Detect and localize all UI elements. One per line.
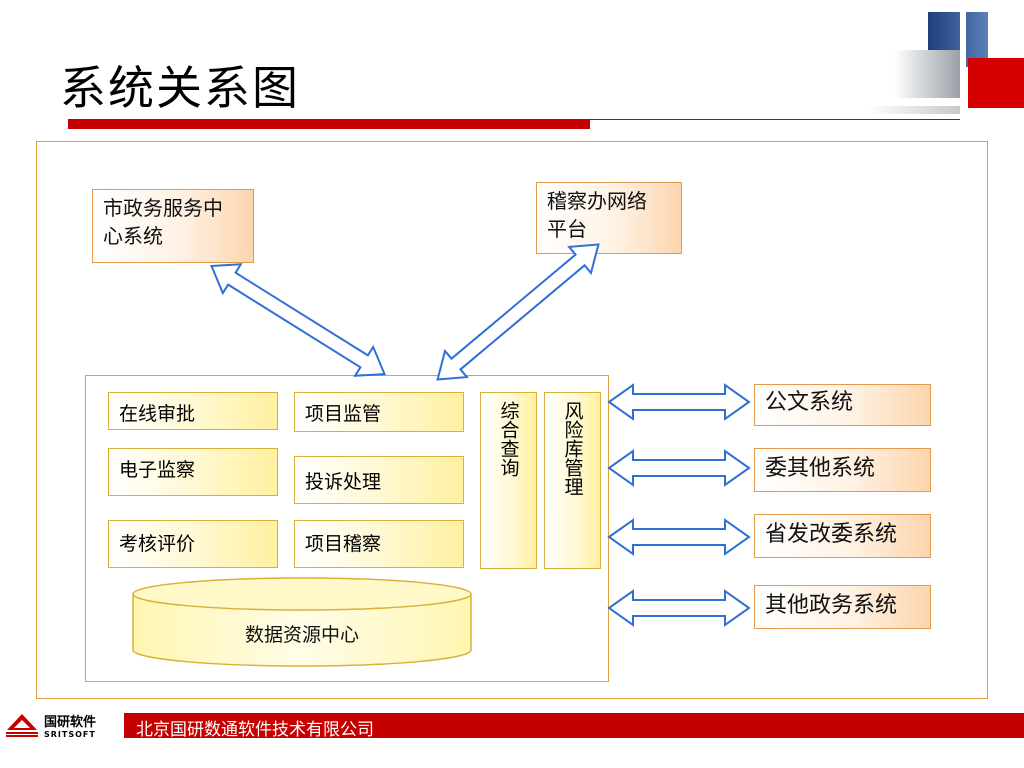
module-project-supervision: 项目监管 bbox=[294, 392, 464, 432]
module-comprehensive-query-label: 综合查询 bbox=[497, 401, 520, 477]
module-risk-management-label: 风险库管理 bbox=[561, 401, 584, 496]
node-other-gov-system: 其他政务系统 bbox=[754, 585, 931, 629]
module-risk-management: 风险库管理 bbox=[544, 392, 601, 569]
logo-chinese-text: 国研软件 bbox=[44, 715, 97, 730]
arrow-committee-other-system bbox=[607, 449, 751, 487]
corner-decoration bbox=[868, 0, 1024, 122]
module-electronic-supervision: 电子监察 bbox=[108, 448, 278, 496]
page-title: 系统关系图 bbox=[60, 61, 300, 115]
company-logo-icon bbox=[6, 714, 38, 737]
footer-company-name: 北京国研数通软件技术有限公司 bbox=[136, 720, 374, 740]
node-inspection-office-platform-label: 稽察办网络平台 bbox=[547, 189, 647, 241]
arrow-document-system bbox=[607, 383, 751, 421]
footer-bar bbox=[124, 713, 1024, 738]
module-complaint-handling: 投诉处理 bbox=[294, 456, 464, 504]
arrow-left-diagonal bbox=[210, 263, 386, 377]
node-committee-other-system: 委其他系统 bbox=[754, 448, 931, 492]
title-underline-thin bbox=[590, 119, 960, 120]
module-project-inspection: 项目稽察 bbox=[294, 520, 464, 568]
data-center-cylinder bbox=[132, 577, 472, 667]
node-city-gov-service-system: 市政务服务中心系统 bbox=[92, 189, 254, 263]
module-online-approval: 在线审批 bbox=[108, 392, 278, 430]
node-city-gov-service-system-label: 市政务服务中心系统 bbox=[103, 196, 223, 248]
arrow-provincial-ndrc-system bbox=[607, 518, 751, 556]
title-underline-red bbox=[68, 119, 590, 129]
arrow-other-gov-system bbox=[607, 589, 751, 627]
logo-english-text: SRITSOFT bbox=[44, 730, 96, 739]
data-center-label: 数据资源中心 bbox=[244, 624, 359, 646]
module-assessment: 考核评价 bbox=[108, 520, 278, 568]
node-inspection-office-platform: 稽察办网络平台 bbox=[536, 182, 682, 254]
module-comprehensive-query: 综合查询 bbox=[480, 392, 537, 569]
node-document-system: 公文系统 bbox=[754, 384, 931, 426]
node-provincial-ndrc-system: 省发改委系统 bbox=[754, 514, 931, 558]
diagram-frame bbox=[36, 141, 988, 699]
arrow-right-diagonal bbox=[436, 243, 600, 381]
